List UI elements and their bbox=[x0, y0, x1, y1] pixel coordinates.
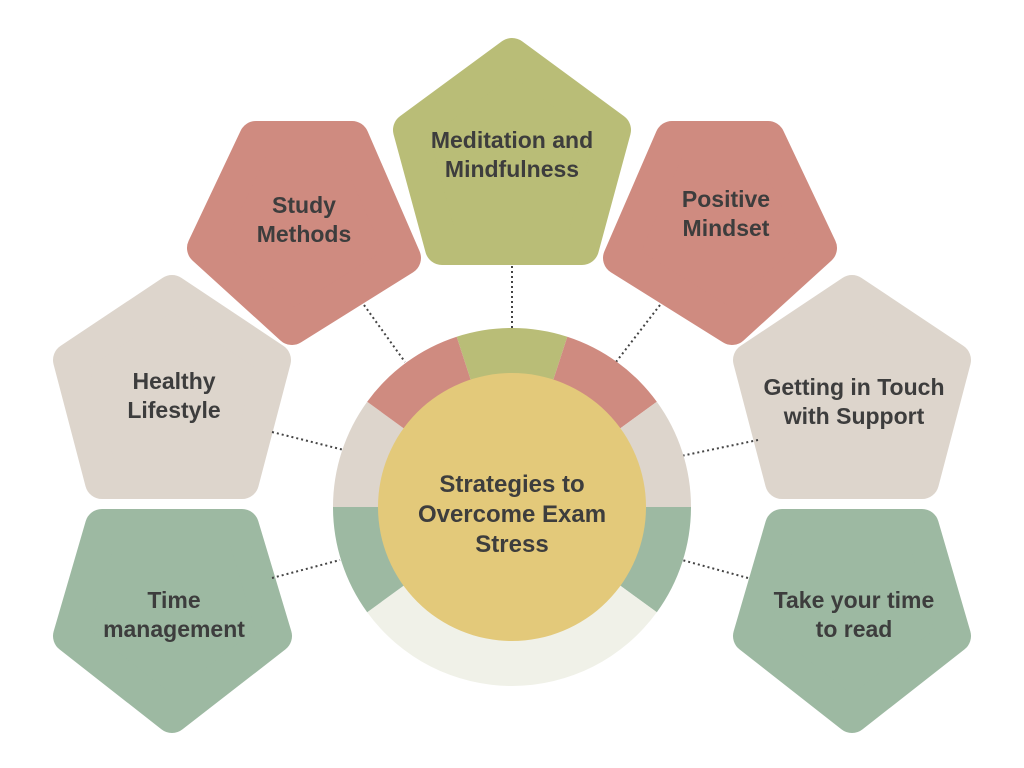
connector-getting-support bbox=[680, 439, 759, 457]
pentagon-time-management bbox=[53, 509, 292, 733]
pentagon-getting-support bbox=[733, 275, 971, 499]
pentagon-healthy-lifestyle bbox=[53, 275, 291, 499]
connector-time-management bbox=[271, 559, 341, 579]
segment-ring bbox=[333, 328, 691, 686]
ring-segment-time-management bbox=[333, 507, 407, 613]
ring-segment-positive-mindset bbox=[552, 336, 657, 431]
center-circle bbox=[378, 373, 646, 641]
label-meditation: Meditation and Mindfulness bbox=[430, 127, 594, 182]
label-healthy-lifestyle: Healthy Lifestyle bbox=[127, 368, 221, 423]
ring-segment-healthy-lifestyle bbox=[333, 401, 407, 507]
ring-segment-study-methods bbox=[367, 336, 472, 431]
pentagon-positive-mindset bbox=[603, 121, 837, 345]
connector-positive-mindset bbox=[615, 304, 661, 363]
pentagon-meditation bbox=[393, 38, 631, 265]
ring-segment-bottom bbox=[367, 583, 657, 686]
connector-healthy-lifestyle bbox=[271, 431, 345, 451]
label-time-management: Time management bbox=[103, 587, 245, 642]
ring-segment-getting-support bbox=[617, 401, 691, 507]
ring-segment-take-your-time bbox=[617, 507, 691, 613]
connector-take-your-time bbox=[681, 559, 749, 579]
ring-segment-meditation bbox=[456, 328, 568, 384]
pentagon-take-your-time bbox=[733, 509, 971, 733]
label-take-your-time: Take your time to read bbox=[773, 587, 935, 642]
pentagon-study-methods bbox=[187, 121, 421, 345]
center-title: Strategies to Overcome Exam Stress bbox=[417, 471, 607, 558]
label-positive-mindset: Positive Mindset bbox=[681, 186, 771, 241]
connector-study-methods bbox=[363, 304, 406, 363]
label-study-methods: Study Methods bbox=[256, 192, 352, 247]
label-getting-support: Getting in Touch with Support bbox=[763, 374, 945, 429]
